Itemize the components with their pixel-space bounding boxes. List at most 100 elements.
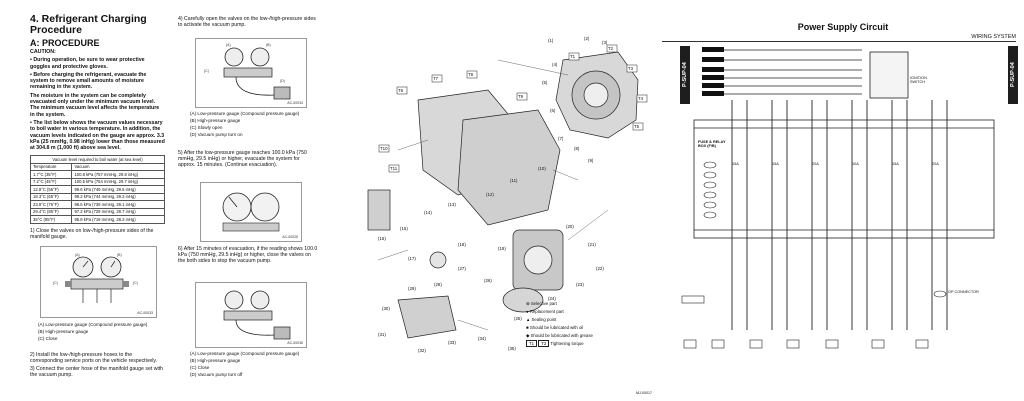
wiring-diagram-page: Power Supply Circuit WIRING SYSTEM P-SUP…	[662, 0, 1024, 401]
legend-text: Should be lubricated with grease	[530, 333, 593, 338]
torque-callout-box	[606, 44, 618, 53]
part-callout: (20)	[566, 224, 574, 229]
legend-item: ▲ Sealing point	[526, 316, 656, 324]
table-row: 1.7°C (35°F)100.8 kPa (757 mmHg, 29.8 in…	[29, 170, 165, 179]
part-callout: T7	[433, 76, 439, 81]
part-callout: (22)	[596, 266, 604, 271]
part-callout: (19)	[498, 246, 506, 251]
table-cell: 100.8 kPa (757 mmHg, 29.8 inHg)	[71, 170, 165, 179]
table-cell: 97.2 kPa (729 mmHg, 28.7 inHg)	[71, 207, 165, 216]
torque-callout-box	[388, 164, 400, 173]
legend-item: (B) High-pressure gauge	[190, 358, 241, 363]
caution-text: • The list below shows the vacuum values…	[30, 119, 165, 152]
part-callout: T6	[398, 88, 404, 93]
part-callout: (4)	[552, 62, 558, 67]
torque-callout-box	[632, 122, 644, 131]
part-callout: (16)	[378, 236, 386, 241]
part-callout: (21)	[588, 242, 596, 247]
manifold-gauge-drawing	[223, 290, 291, 340]
wiring-schematic	[681, 47, 995, 349]
torque-callout-box	[626, 64, 638, 73]
torque-callout-box	[431, 74, 443, 83]
gauge-reading-drawing	[222, 192, 280, 232]
figure-legend: (A) Low-pressure gauge (Compound pressur…	[190, 110, 330, 138]
part-callout: T3	[628, 66, 634, 71]
step-text: 5) After the low-pressure gauge reaches …	[178, 150, 307, 169]
part-callout: (29)	[408, 286, 416, 291]
table-row: 23.9°C (75°F)98.5 kPa (739 mmHg, 29.1 in…	[29, 200, 165, 209]
step-text: 1) Close the valves on low-/high-pressur…	[30, 228, 154, 241]
label-a: (A)	[226, 43, 231, 47]
oil-icon: ■	[526, 325, 529, 330]
vacuum-table: Vacuum level required to boil water (at …	[29, 155, 165, 224]
torque-callout-box	[516, 92, 528, 101]
part-callout: (18)	[458, 242, 466, 247]
caution-block: CAUTION: • During operation, be sure to …	[30, 49, 165, 153]
legend-item: (A) Low-pressure gauge (Compound pressur…	[38, 322, 148, 327]
legend-item: (D) Vacuum pump turn on	[190, 132, 243, 137]
part-callout: (8)	[574, 146, 580, 151]
part-callout: T5	[634, 124, 640, 129]
table-cell: 98.5 kPa (739 mmHg, 29.1 inHg)	[71, 200, 165, 209]
caution-text: • Before charging the refrigerant, evacu…	[30, 71, 147, 91]
part-callout: (26)	[484, 278, 492, 283]
part-callout: (10)	[538, 166, 546, 171]
caution-text: The moisture in the system can be comple…	[30, 92, 160, 118]
figure-code: AC-00036	[287, 341, 303, 345]
table-cell: 99.2 kPa (744 mmHg, 29.3 inHg)	[71, 192, 165, 201]
label-a: (A)	[75, 253, 80, 257]
legend-item: ● Replacement part	[526, 308, 656, 316]
step-text: 6) After 15 minutes of evacuation, if th…	[178, 246, 318, 265]
table-cell: 99.6 kPa (749 mmHg, 29.5 inHg)	[71, 185, 165, 194]
table-row: 7.2°C (45°F)100.5 kPa (754 mmHg, 29.7 in…	[29, 177, 165, 186]
table-caption: Vacuum level required to boil water (at …	[30, 155, 165, 164]
part-callout: T10	[380, 146, 388, 151]
part-callout: (14)	[424, 210, 432, 215]
fuse-label: 15A	[772, 162, 779, 166]
manifold-gauge-figure: (A) (B) (C) (C) AC-00033	[40, 246, 157, 318]
legend-item: (B) High-pressure gauge	[38, 329, 89, 334]
selective-icon: ⊗	[526, 301, 530, 306]
part-callout: (15)	[400, 226, 408, 231]
system-label: WIRING SYSTEM	[971, 34, 1016, 40]
legend-item: (D) Vacuum pump turn off	[190, 372, 243, 377]
label-c: (C)	[133, 281, 138, 285]
part-callout: (28)	[434, 282, 442, 287]
diagram-legend: ⊗ Selective part ● Replacement part ▲ Se…	[526, 300, 656, 348]
table-cell: 95.8 kPa (719 mmHg, 28.3 inHg)	[71, 215, 165, 224]
table-cell: 7.2°C (45°F)	[29, 177, 73, 186]
part-callout: (17)	[408, 256, 416, 261]
table-cell: 100.5 kPa (754 mmHg, 29.7 inHg)	[71, 177, 165, 186]
page-title: 4. Refrigerant Charging Procedure	[30, 13, 147, 36]
manifold-gauge-drawing	[223, 47, 291, 100]
part-callout: (13)	[448, 202, 456, 207]
connector-label: OP CONNECTOR	[948, 290, 979, 294]
torque-callout-box	[396, 86, 408, 95]
manifold-gauge-figure: AC-00036	[195, 282, 307, 348]
page-title: Power Supply Circuit	[797, 22, 889, 32]
step-text: 3) Connect the center hose of the manifo…	[30, 366, 163, 379]
table-row: 12.8°C (55°F)99.6 kPa (749 mmHg, 29.5 in…	[29, 185, 165, 194]
part-callout: (12)	[486, 192, 494, 197]
table-row: 18.3°C (65°F)99.2 kPa (744 mmHg, 29.3 in…	[29, 192, 165, 201]
legend-text: Selective part	[530, 301, 557, 306]
part-callout: (34)	[478, 336, 486, 341]
fuse-label: 10A	[852, 162, 859, 166]
table-header: Temperature	[29, 162, 73, 171]
table-header: Vacuum	[71, 162, 165, 171]
figure-legend: (A) Low-pressure gauge (Compound pressur…	[38, 321, 168, 342]
part-callout: (2)	[584, 36, 590, 41]
replacement-icon: ●	[526, 309, 529, 314]
transmission-exploded-diagram: T1T2T3T4T5T6T7T8T9T10T11(1)(2)(3)(4)(5)(…	[367, 36, 648, 353]
label-b: (B)	[266, 43, 271, 47]
part-callout: T1	[570, 54, 576, 59]
label-c: (C)	[204, 69, 209, 73]
part-callout: T2	[608, 46, 614, 51]
table-cell: 29.4°C (85°F)	[29, 207, 73, 216]
manifold-gauge-figure: (A) (B) (C) (D) AC-00034	[195, 38, 307, 108]
torque-callout-box	[568, 52, 580, 61]
figure-code: AC-00025	[282, 235, 298, 239]
part-callout: (31)	[378, 332, 386, 337]
legend-text: Should be lubricated with oil	[529, 325, 584, 330]
part-callout: (23)	[576, 282, 584, 287]
